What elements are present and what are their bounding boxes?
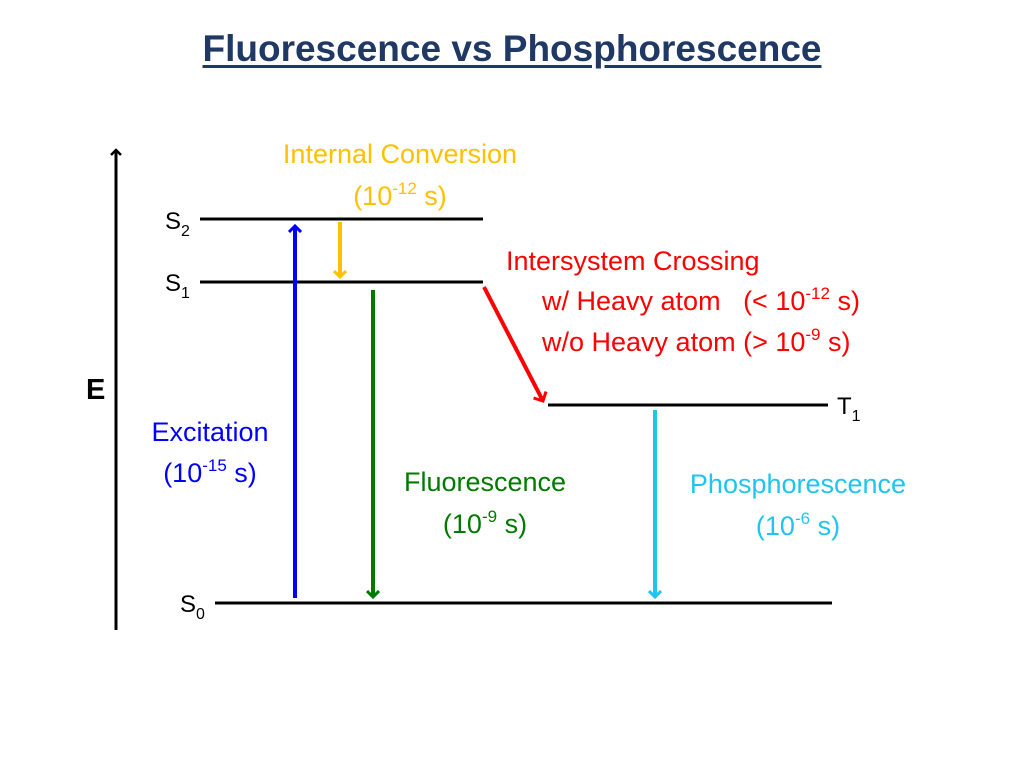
internal-conversion-label: Internal Conversion [283,139,517,169]
slide-title: Fluorescence vs Phosphorescence [202,28,822,69]
level-s2-label: S2 [165,208,190,240]
phosphorescence-label: Phosphorescence [690,469,906,499]
level-s0-label: S0 [180,591,205,623]
excitation-time: (10-15 s) [163,456,257,488]
fluorescence-time: (10-9 s) [443,507,527,539]
energy-axis-label: E [86,374,105,406]
level-s1-label: S1 [165,270,190,302]
isc-no-heavy-atom-time: w/o Heavy atom (> 10-9 s) [541,325,851,357]
phosphorescence-time: (10-6 s) [756,509,840,541]
internal-conversion-time: (10-12 s) [353,179,447,211]
level-t1-label: T1 [837,393,861,425]
intersystem-crossing-arrow [482,286,543,401]
excitation-label: Excitation [151,417,268,447]
isc-heavy-atom-time: w/ Heavy atom (< 10-12 s) [541,284,860,316]
intersystem-crossing-label: Intersystem Crossing [506,246,760,276]
fluorescence-label: Fluorescence [404,467,566,497]
